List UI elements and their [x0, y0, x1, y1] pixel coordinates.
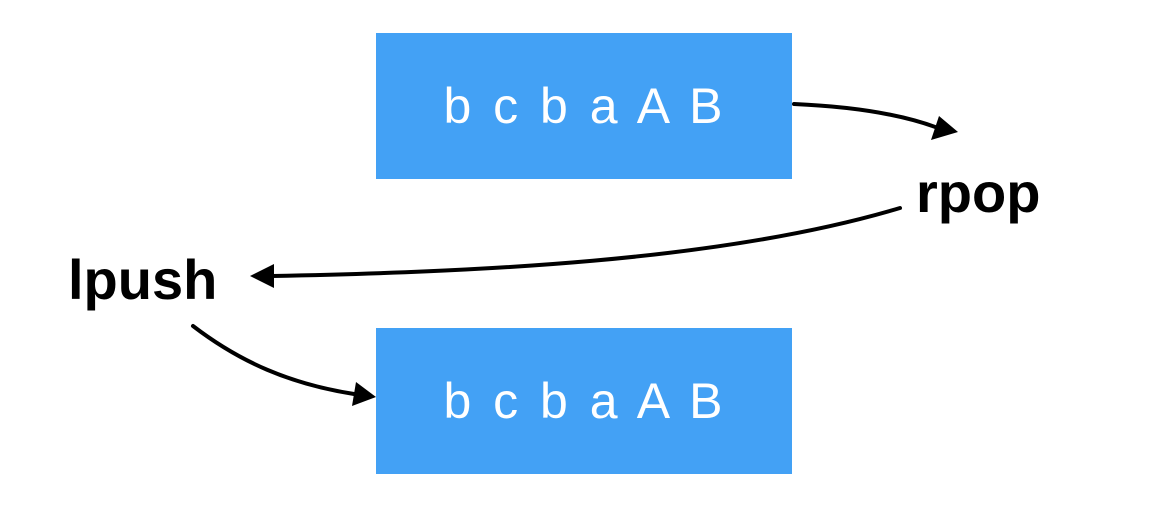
- lpush-label: lpush: [68, 248, 218, 311]
- arrowhead-lpush: [250, 264, 274, 288]
- result-list-box: b c b a A B: [376, 328, 792, 474]
- result-list-text: b c b a A B: [443, 373, 725, 429]
- arrow-lpush-to-box: [191, 324, 356, 396]
- arrow-rpop-to-lpush: [270, 206, 902, 278]
- rpop-label: rpop: [916, 161, 1041, 224]
- arrowhead-result: [352, 382, 376, 406]
- source-list-box: b c b a A B: [376, 33, 792, 179]
- arrow-box-to-rpop: [792, 102, 940, 130]
- source-list-text: b c b a A B: [443, 78, 725, 134]
- arrowhead-rpop: [931, 116, 958, 140]
